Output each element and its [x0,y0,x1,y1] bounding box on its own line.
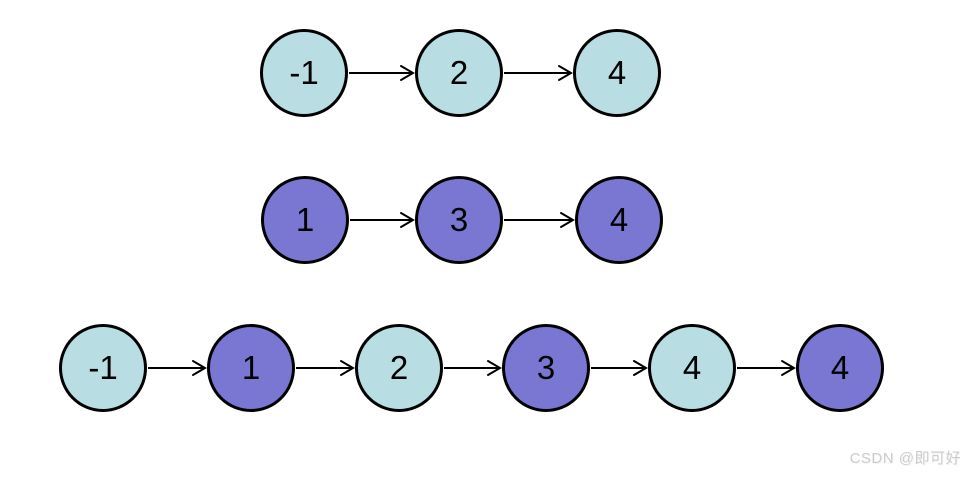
node-value: 1 [295,200,315,238]
next-pointer-arrow-icon [444,360,502,376]
next-pointer-arrow-icon [504,212,575,228]
list-node: 1 [261,176,349,264]
next-pointer-arrow-icon [504,65,573,81]
watermark: CSDN @即可好 [849,450,961,467]
list-node: 4 [573,29,661,117]
node-value: 4 [682,348,702,386]
list-node: 4 [796,324,884,412]
node-value: 2 [449,53,469,91]
list-node: 1 [207,324,295,412]
list-node: 3 [415,176,503,264]
next-pointer-arrow-icon [349,65,415,81]
node-value: -1 [88,348,118,386]
next-pointer-arrow-icon [350,212,415,228]
next-pointer-arrow-icon [296,360,355,376]
node-value: -1 [289,53,319,91]
node-value: 4 [830,348,850,386]
node-value: 1 [241,348,261,386]
node-value: 3 [536,348,556,386]
next-pointer-arrow-icon [148,360,207,376]
list-node: 4 [575,176,663,264]
node-value: 2 [389,348,409,386]
list-node: 3 [502,324,590,412]
next-pointer-arrow-icon [737,360,796,376]
next-pointer-arrow-icon [591,360,648,376]
list-node: -1 [260,29,348,117]
list-node: -1 [59,324,147,412]
node-value: 4 [607,53,627,91]
node-value: 4 [609,200,629,238]
node-value: 3 [449,200,469,238]
list-node: 4 [648,324,736,412]
list-node: 2 [355,324,443,412]
list-node: 2 [415,29,503,117]
